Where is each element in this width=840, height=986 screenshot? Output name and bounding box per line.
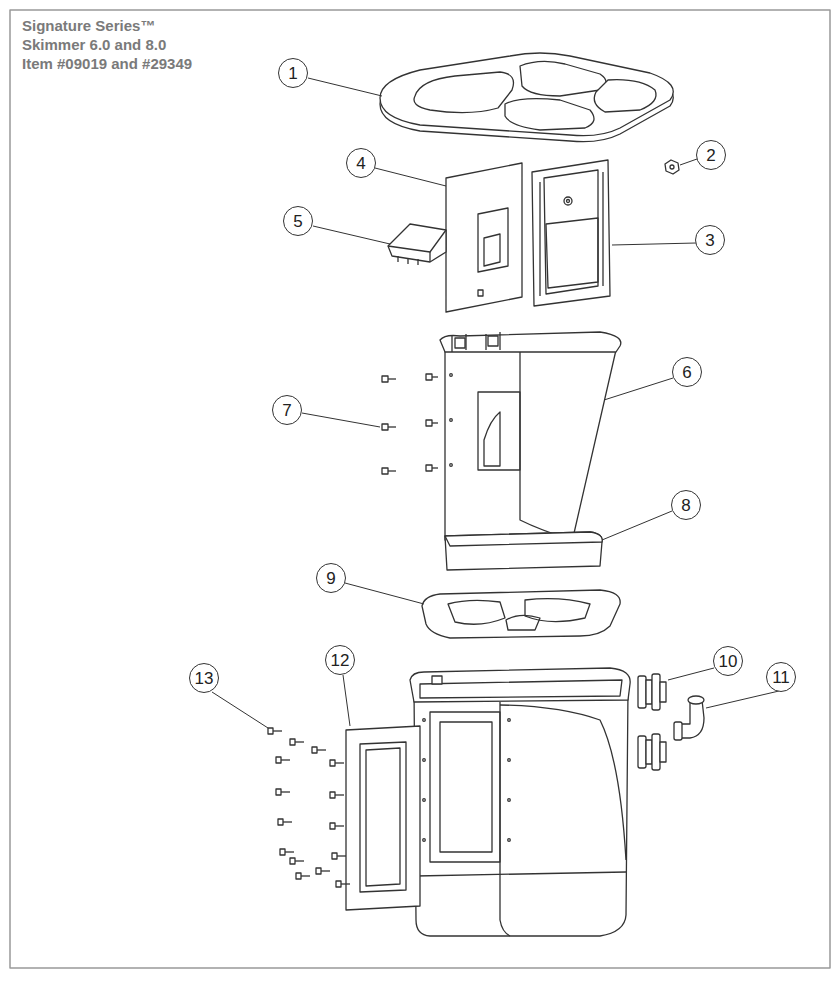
callout-number: 3: [705, 232, 714, 249]
callout-circle: 6: [672, 357, 702, 387]
callout-circle: 10: [713, 646, 743, 676]
callout-circle: 12: [325, 645, 355, 675]
callout-circle: 13: [189, 663, 219, 693]
callout-number: 5: [293, 213, 302, 230]
callout-number: 13: [195, 670, 214, 687]
callout-circle: 5: [283, 206, 313, 236]
callout-number: 2: [706, 147, 715, 164]
callout-circle: 11: [766, 662, 796, 692]
callout-number: 1: [288, 65, 297, 82]
callout-number: 12: [331, 652, 350, 669]
callout-circle: 9: [316, 563, 346, 593]
title: Signature Series™ Skimmer 6.0 and 8.0 It…: [22, 16, 197, 73]
callout-number: 10: [719, 653, 738, 670]
callout-number: 7: [282, 402, 291, 419]
callout-circle: 2: [696, 140, 726, 170]
callout-number: 11: [772, 669, 790, 686]
callout-circle: 3: [695, 225, 725, 255]
callout-number: 4: [356, 155, 365, 172]
callout-circle: 8: [671, 490, 701, 520]
callout-number: 8: [681, 497, 690, 514]
callout-circle: 4: [346, 148, 376, 178]
callout-number: 9: [326, 570, 335, 587]
callout-circle: 1: [278, 58, 308, 88]
callout-number: 6: [682, 364, 691, 381]
callout-circle: 7: [272, 395, 302, 425]
